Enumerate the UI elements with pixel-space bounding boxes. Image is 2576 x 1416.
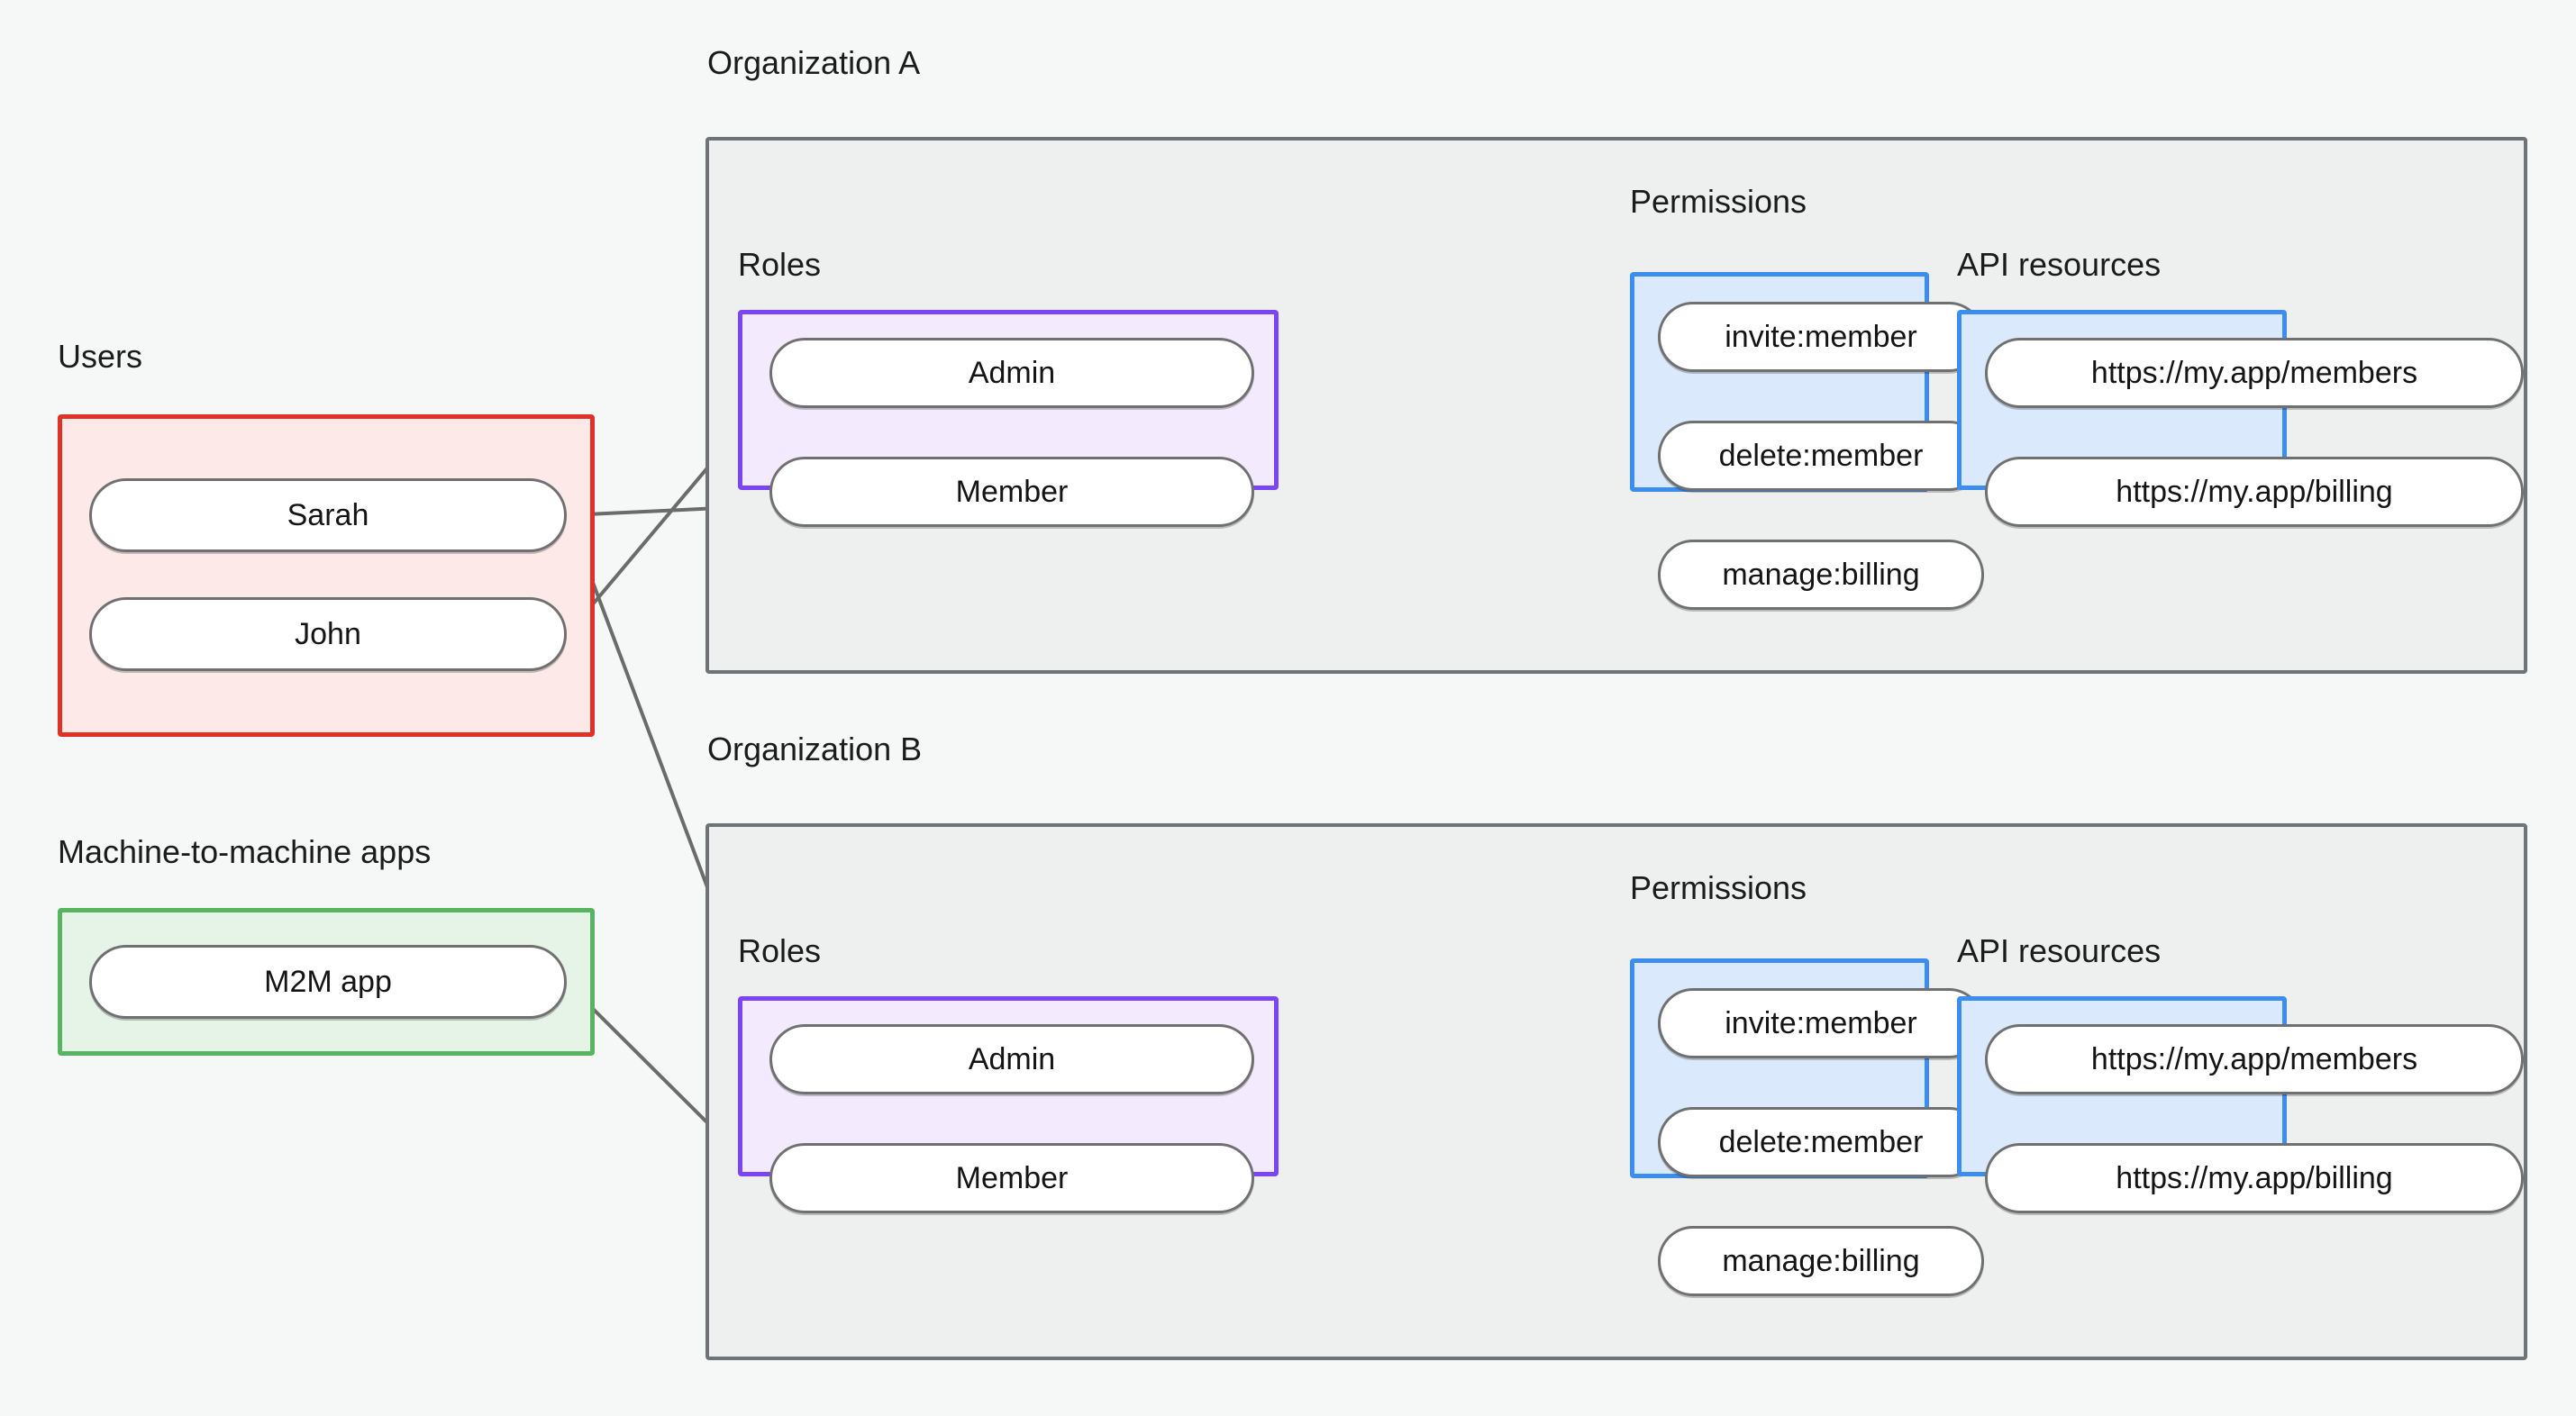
user-pill-john[interactable]: John — [89, 597, 567, 671]
organization-a-label: Organization A — [707, 44, 921, 81]
orgA-api-pill-billing[interactable]: https://my.app/billing — [1985, 457, 2524, 527]
orgA-permission-pill-invite-member[interactable]: invite:member — [1658, 302, 1984, 372]
m2m-pill-app[interactable]: M2M app — [89, 945, 567, 1019]
orgB-api-resources-container: https://my.app/members https://my.app/bi… — [1957, 996, 2524, 1213]
orgB-api-pill-billing[interactable]: https://my.app/billing — [1985, 1143, 2524, 1213]
orgA-roles-label: Roles — [738, 246, 822, 283]
orgA-role-pill-admin[interactable]: Admin — [769, 338, 1254, 408]
orgA-roles-container: Admin Member — [738, 310, 1279, 527]
orgA-permission-pill-delete-member[interactable]: delete:member — [1658, 421, 1984, 491]
orgB-role-pill-admin[interactable]: Admin — [769, 1024, 1254, 1094]
m2m-container: M2M app — [58, 908, 595, 1056]
orgA-permissions-container: invite:member delete:member manage:billi… — [1630, 272, 1984, 610]
orgB-permission-pill-invite-member[interactable]: invite:member — [1658, 988, 1984, 1058]
organization-b-label: Organization B — [707, 731, 923, 767]
orgB-roles-container: Admin Member — [738, 996, 1279, 1213]
orgB-api-pill-members[interactable]: https://my.app/members — [1985, 1024, 2524, 1094]
user-pill-sarah[interactable]: Sarah — [89, 478, 567, 552]
organization-b-container: Roles Admin Member Permissions invite:me… — [705, 823, 2527, 1360]
orgA-role-pill-member[interactable]: Member — [769, 457, 1254, 527]
orgB-role-pill-member[interactable]: Member — [769, 1143, 1254, 1213]
orgB-permissions-container: invite:member delete:member manage:billi… — [1630, 958, 1984, 1296]
organization-a-container: Roles Admin Member Permissions invite:me… — [705, 137, 2527, 674]
m2m-group-label: Machine-to-machine apps — [58, 833, 432, 870]
users-group-label: Users — [58, 338, 143, 375]
orgA-api-resources-label: API resources — [1957, 246, 2162, 283]
orgB-permission-pill-manage-billing[interactable]: manage:billing — [1658, 1226, 1984, 1296]
users-container: Sarah John — [58, 414, 595, 737]
orgA-permissions-label: Permissions — [1630, 183, 1807, 220]
orgB-roles-label: Roles — [738, 932, 822, 969]
orgB-api-resources-label: API resources — [1957, 932, 2162, 969]
orgA-api-resources-container: https://my.app/members https://my.app/bi… — [1957, 310, 2524, 527]
orgA-api-pill-members[interactable]: https://my.app/members — [1985, 338, 2524, 408]
orgA-permission-pill-manage-billing[interactable]: manage:billing — [1658, 540, 1984, 610]
orgB-permission-pill-delete-member[interactable]: delete:member — [1658, 1107, 1984, 1177]
orgB-permissions-label: Permissions — [1630, 869, 1807, 906]
